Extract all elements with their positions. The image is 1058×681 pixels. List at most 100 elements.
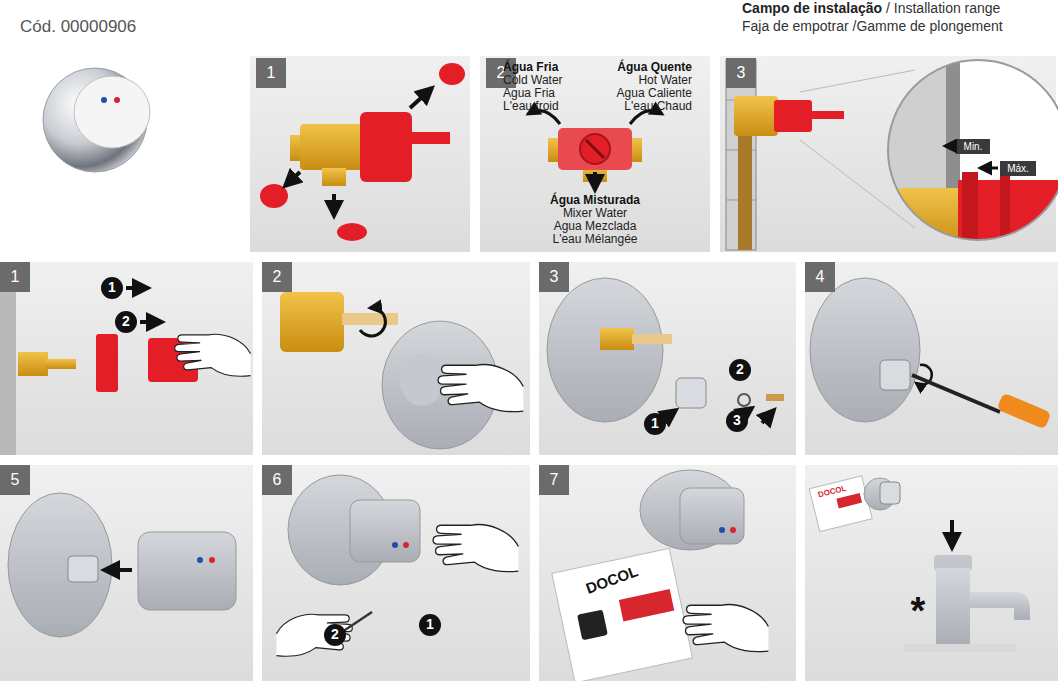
step-5-art-part <box>104 568 132 572</box>
water-label: Mixer Water <box>563 207 627 220</box>
step-number: 5 <box>0 465 30 495</box>
top-step-2-art-part <box>586 140 604 158</box>
top-step-2-art-part <box>580 134 610 164</box>
step-5-art-part <box>68 556 98 582</box>
top-step-1-art-part <box>410 88 432 108</box>
step-3-art-part <box>665 410 676 418</box>
water-label: Água Fria <box>503 61 558 74</box>
step-6-art-part <box>419 614 441 636</box>
top-step-1-art-part <box>332 194 336 216</box>
step-3-art-part <box>766 394 784 401</box>
step-2-art-part <box>280 292 344 352</box>
step-7-art-part-part <box>552 548 693 681</box>
step-1-art-part <box>18 352 48 376</box>
step-number: 3 <box>726 58 756 88</box>
callout-number: 1 <box>426 617 434 632</box>
step-3-art-part <box>729 359 751 381</box>
top-step-1-art-part <box>260 184 288 208</box>
step-5-art-part <box>197 557 203 563</box>
step-5-art-part <box>138 532 236 610</box>
top-step-3-art-part <box>738 130 752 250</box>
final-use-panel-part <box>880 482 900 504</box>
product-photo-part <box>101 97 107 103</box>
dimension-label: Máx. <box>1007 163 1029 174</box>
step-3-art-part <box>632 334 672 344</box>
step-3-art-part <box>676 378 706 408</box>
step-7-art-part <box>680 488 744 544</box>
water-label: Agua Fria <box>503 87 555 100</box>
step-2-art <box>280 292 523 449</box>
step-1-art-part <box>46 359 76 369</box>
step-1-art-part <box>0 262 16 455</box>
top-step-1-art <box>260 63 465 241</box>
step-2-art-part <box>400 354 444 406</box>
top-step-3-art <box>726 55 1058 258</box>
top-step-1-art-part <box>300 124 366 170</box>
step-4-art-part <box>997 393 1052 430</box>
top-step-1-art-part <box>285 172 300 186</box>
water-label: L'eau Mélangée <box>552 233 637 246</box>
top-step-3-art-part <box>800 70 915 92</box>
step-1-art-part <box>140 320 162 324</box>
step-2-art-part <box>360 308 385 336</box>
section-heading: Faja de empotrar /Gamme de plongement <box>742 19 1003 34</box>
step-6-art-part <box>276 614 352 656</box>
step-1-art-part <box>126 286 148 290</box>
dimension-label: Min. <box>964 141 983 152</box>
step-5-art-part <box>209 557 215 563</box>
step-7-art-part <box>552 548 693 681</box>
final-use-panel-part <box>805 465 1058 681</box>
top-step-3-art-part-part <box>945 145 954 148</box>
final-use-panel <box>805 465 1058 681</box>
final-use-panel-part <box>970 592 1030 620</box>
step-2-art-part <box>438 365 523 412</box>
step-5-art-part <box>8 493 112 637</box>
product-photo-part <box>114 97 120 103</box>
step-2-art-part <box>342 313 398 325</box>
step-3-art-part <box>762 410 774 423</box>
step-6-art-part <box>350 500 420 562</box>
top-step-3-art-part <box>774 100 812 132</box>
step-number: 7 <box>539 465 569 495</box>
top-step-2-art-part <box>558 128 632 170</box>
step-6-art-part <box>392 542 398 548</box>
callout-number: 2 <box>736 362 744 377</box>
top-step-3-art-part <box>880 55 1058 258</box>
top-step-3-art-part <box>888 60 1058 240</box>
step-number: 6 <box>262 465 292 495</box>
section-heading: / Installation range <box>886 1 1000 16</box>
step-number: 3 <box>539 262 569 292</box>
top-step-3-art-part <box>810 111 844 119</box>
step-3-art-part <box>600 328 634 350</box>
top-step-3-art-part-part <box>980 167 998 170</box>
top-step-1-art-part <box>410 132 450 144</box>
final-use-panel-part-part <box>809 476 872 532</box>
final-use-panel-part <box>950 520 954 548</box>
water-label: Hot Water <box>638 74 692 87</box>
step-7-art-part-part <box>619 589 674 621</box>
product-photo-part <box>74 76 150 148</box>
top-step-1-art-part <box>322 168 346 186</box>
step-3-art-part <box>644 413 666 435</box>
step-7-art-part <box>683 605 768 652</box>
top-step-1-art-part <box>337 223 367 241</box>
step-4-art-part <box>912 375 1000 412</box>
callout-number: 2 <box>331 627 339 642</box>
top-step-3-art-part-part <box>1000 172 1010 258</box>
top-step-1-art-part <box>360 112 412 182</box>
top-step-3-art-part <box>726 60 756 250</box>
step-1-art-part <box>115 311 137 333</box>
step-4-art-part <box>880 360 910 390</box>
top-step-2-art <box>528 111 662 190</box>
step-6-art-part <box>403 542 409 548</box>
step-6-art-part <box>433 525 518 572</box>
step-3-art <box>547 278 784 435</box>
step-3-art-part <box>738 394 750 406</box>
water-label: L'eau froid <box>503 100 559 113</box>
top-step-3-art-part <box>734 96 778 136</box>
step-1-art-part <box>175 334 251 376</box>
water-label: L'eau Chaud <box>624 100 692 113</box>
step-7-art-part <box>730 527 736 533</box>
step-4-art <box>810 278 1051 429</box>
